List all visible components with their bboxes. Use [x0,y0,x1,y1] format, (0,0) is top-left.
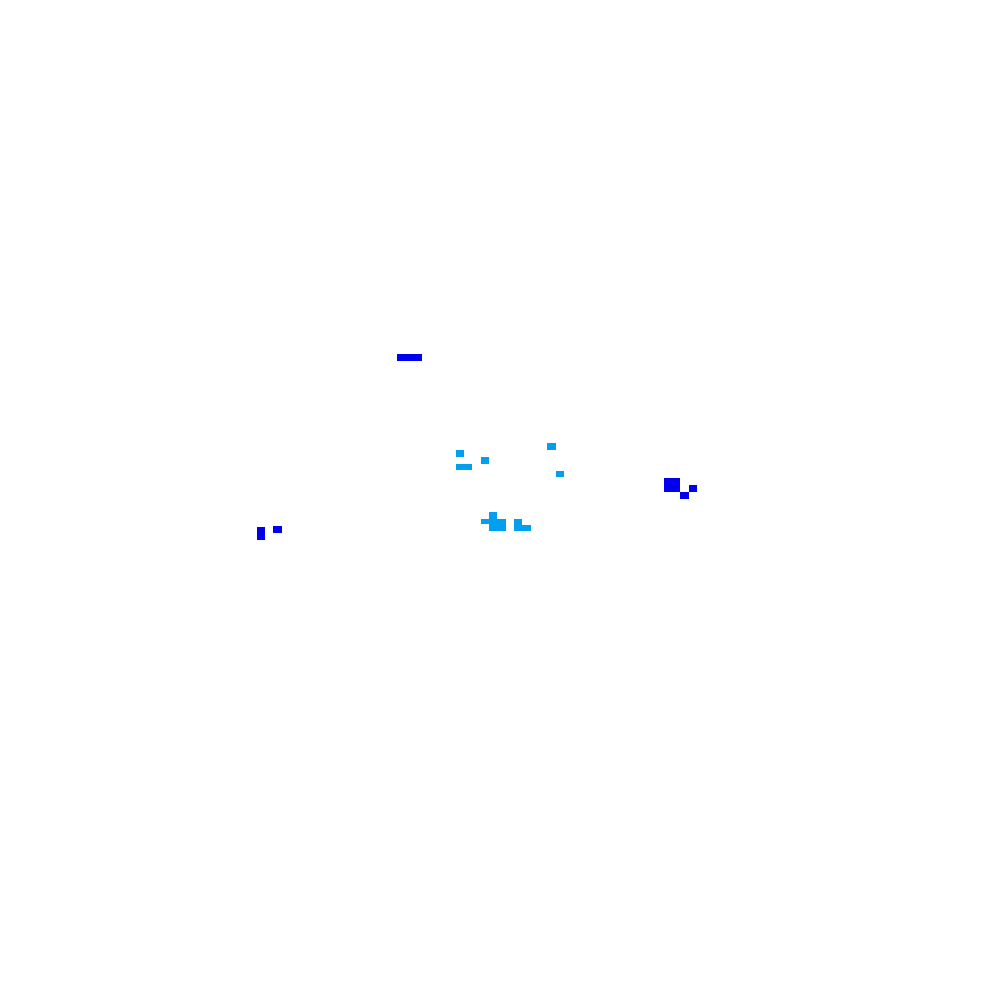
pixel-block [456,450,464,457]
pixel-block [514,525,531,531]
cluster-left [257,526,282,540]
pixel-block [556,471,564,477]
pixel-block [547,443,556,450]
pixel-block [273,526,282,533]
pixel-block [514,519,522,526]
pixel-block [664,478,680,492]
pixel-block [257,527,265,540]
pixel-block [489,524,506,531]
pixel-block [481,519,506,524]
pixel-block [397,354,422,361]
pixel-block [689,485,697,492]
cluster-center-lower [481,512,531,531]
pixel-block [489,512,497,519]
cluster-top-bar [397,354,422,361]
cluster-center-scatter [456,443,564,477]
pixel-block [680,492,689,499]
pixel-block [481,457,489,464]
cluster-right [664,478,697,499]
pixel-block [456,464,472,470]
